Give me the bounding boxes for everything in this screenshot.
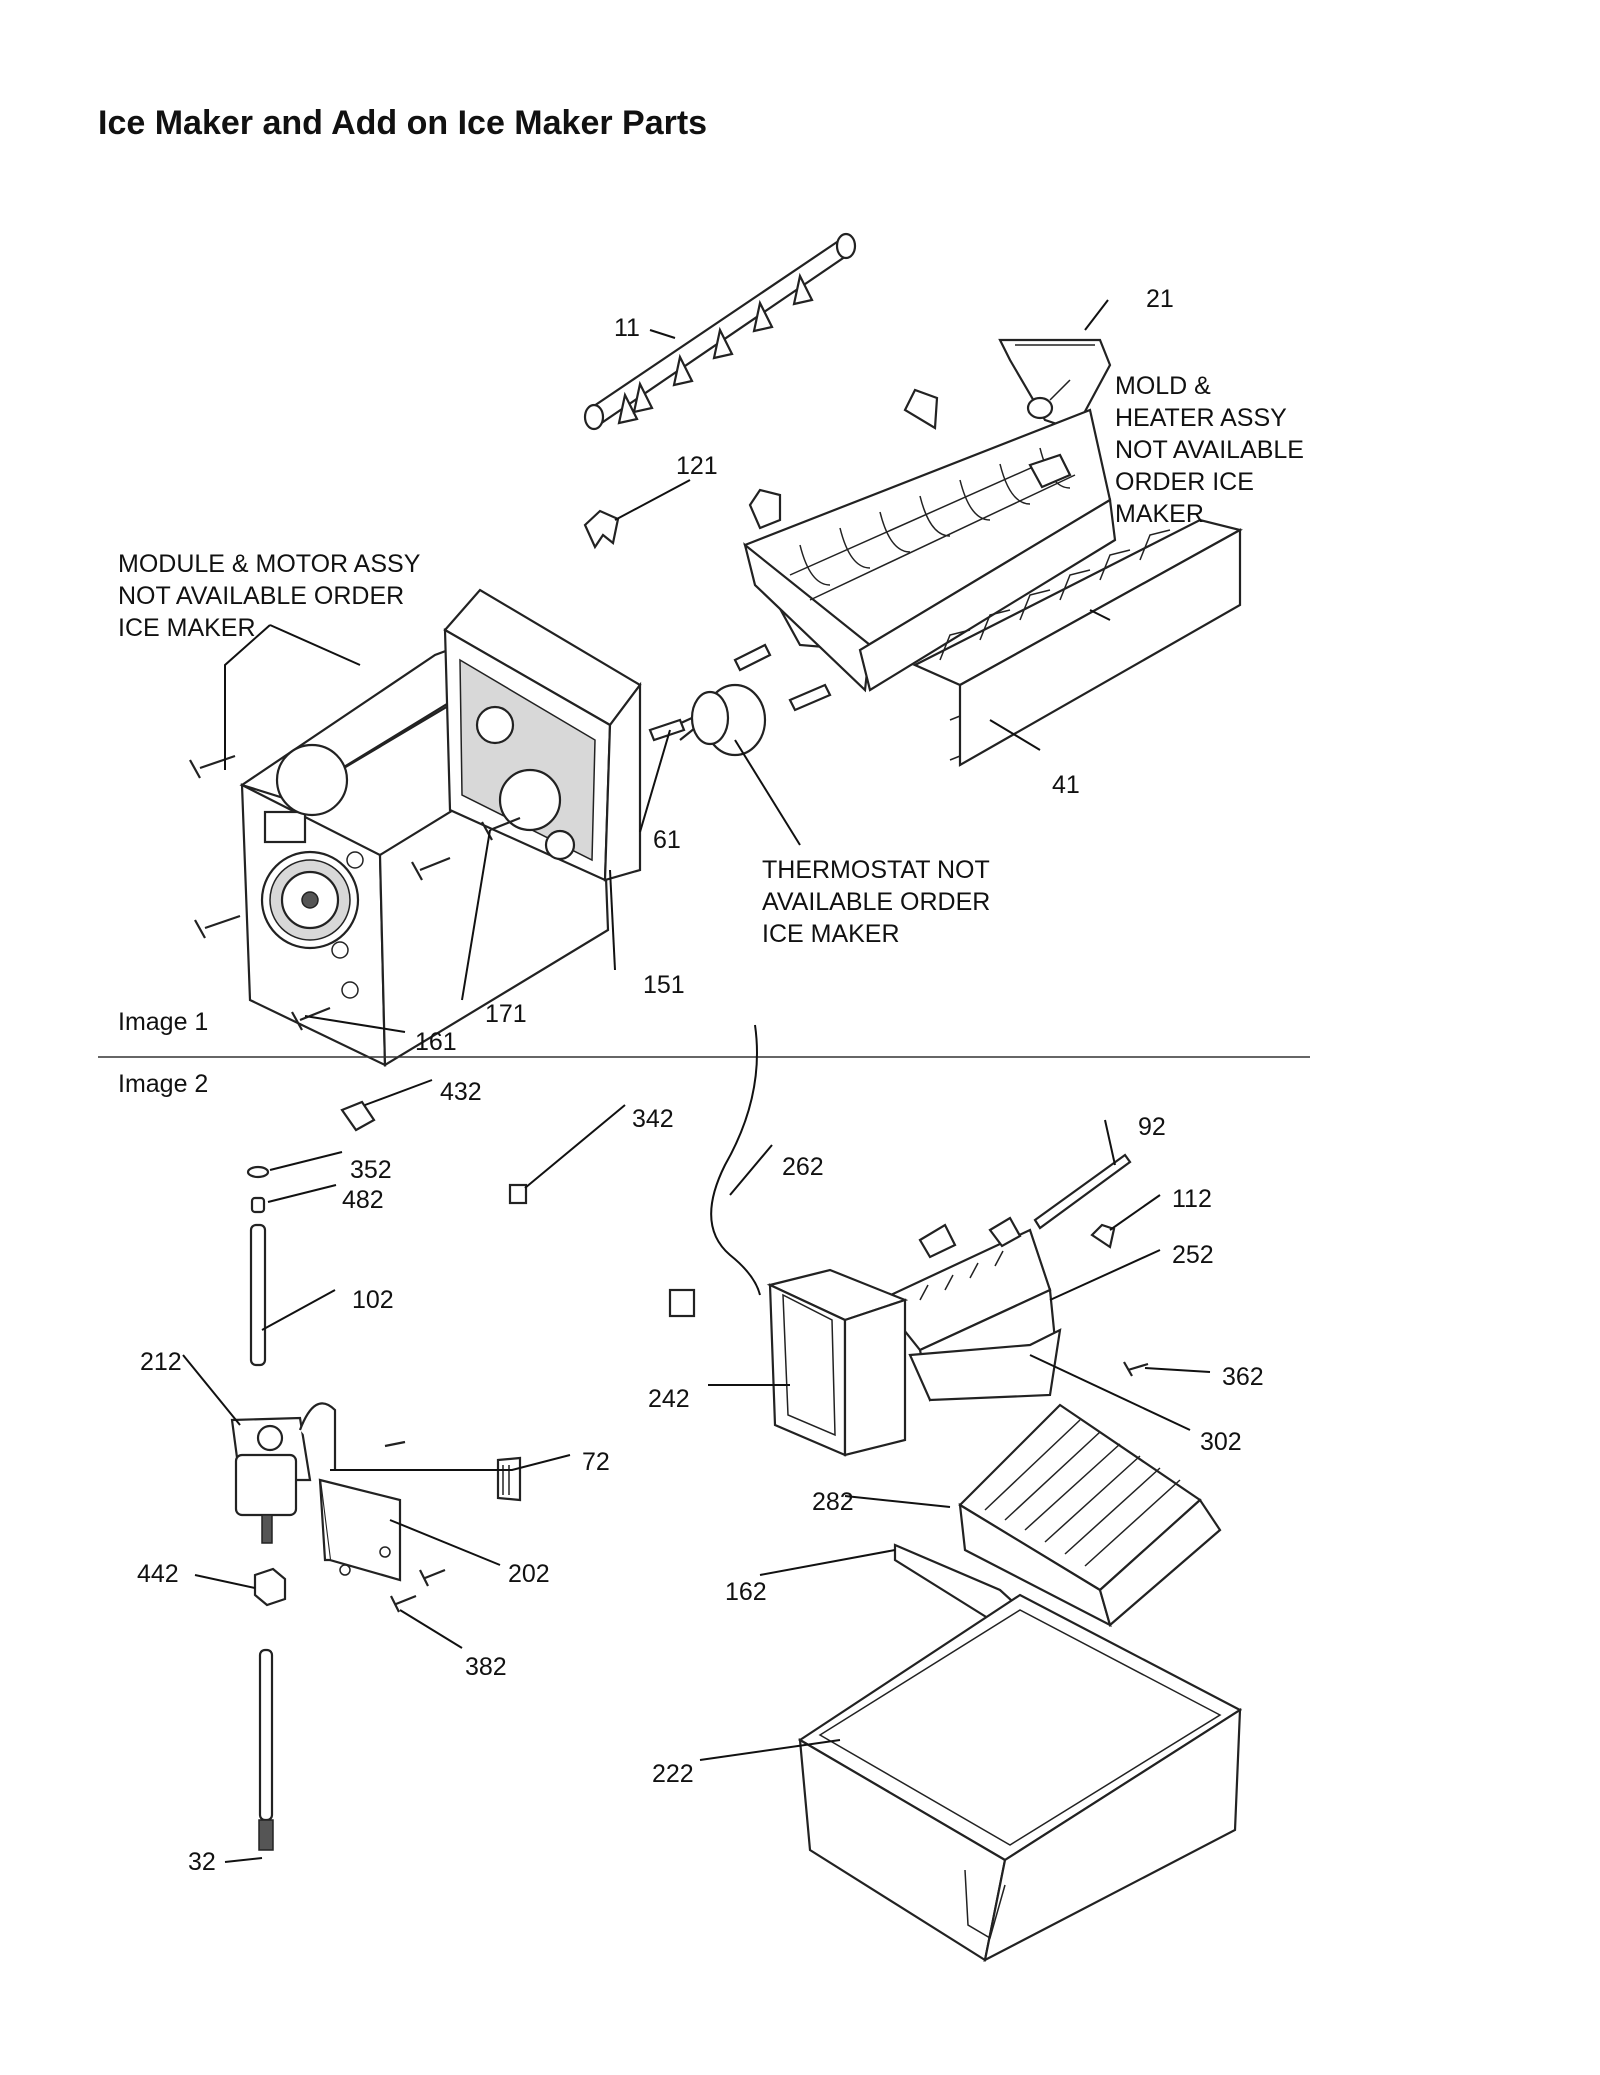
page-title: Ice Maker and Add on Ice Maker Parts [98, 104, 708, 142]
part-11-ejector [583, 232, 857, 431]
callout-171: 171 [485, 1000, 527, 1028]
callout-202: 202 [508, 1560, 550, 1588]
callout-21: 21 [1146, 285, 1174, 313]
part-242-control-box [766, 1268, 909, 1457]
note-module-line-2: NOT AVAILABLE ORDER [118, 582, 404, 610]
callout-41: 41 [1052, 771, 1080, 799]
part-482-insert [250, 1196, 266, 1214]
part-362-screw [1123, 1361, 1149, 1377]
note-mold-line-4: ORDER ICE [1115, 468, 1254, 496]
callout-112: 112 [1172, 1185, 1212, 1213]
callouts-image1: 11 21 121 41 61 151 171 161 [415, 285, 1174, 1056]
section-label-image1: Image 1 [118, 1008, 208, 1036]
note-mold-line-5: MAKER [1115, 500, 1204, 528]
part-212-valve [230, 1402, 337, 1544]
note-module-line-1: MODULE & MOTOR ASSY [118, 550, 421, 578]
mold-heater-assembly [743, 388, 1117, 693]
callout-162: 162 [725, 1578, 767, 1606]
note-thermostat: THERMOSTAT NOT AVAILABLE ORDER ICE MAKER [762, 856, 990, 948]
callout-262: 262 [782, 1153, 824, 1181]
note-mold-line-1: MOLD & [1115, 372, 1211, 400]
leaders-image2 [182, 1079, 1211, 1863]
callout-342: 342 [632, 1105, 674, 1133]
note-mold-line-3: NOT AVAILABLE [1115, 436, 1304, 464]
callout-352: 352 [350, 1156, 392, 1184]
section-labels: Image 1 Image 2 [118, 1008, 208, 1098]
note-thermostat-line-1: THERMOSTAT NOT [762, 856, 990, 884]
note-module-line-3: ICE MAKER [118, 614, 256, 642]
note-thermostat-line-2: AVAILABLE ORDER [762, 888, 990, 916]
note-thermostat-line-3: ICE MAKER [762, 920, 900, 948]
part-282-crusher [958, 1403, 1222, 1628]
part-382-screws [384, 1440, 446, 1613]
part-222-bucket [797, 1593, 1243, 1963]
part-32-tube [258, 1648, 274, 1851]
callouts-image2: 432 342 352 482 102 212 72 202 442 382 3… [137, 1078, 1264, 1876]
callout-222: 222 [652, 1760, 694, 1788]
part-342-clip [508, 1183, 528, 1205]
callout-432: 432 [440, 1078, 482, 1106]
thermostat [669, 683, 767, 757]
part-61-pins [648, 643, 832, 742]
part-72-grommet [496, 1456, 522, 1502]
callout-302: 302 [1200, 1428, 1242, 1456]
callout-442: 442 [137, 1560, 179, 1588]
callout-212: 212 [140, 1348, 182, 1376]
part-442-nut [253, 1567, 287, 1607]
callout-242: 242 [648, 1385, 690, 1413]
part-352-ring [246, 1165, 270, 1179]
part-121-clip [583, 509, 620, 550]
callout-92: 92 [1138, 1113, 1166, 1141]
note-module: MODULE & MOTOR ASSY NOT AVAILABLE ORDER … [118, 550, 421, 642]
callout-282: 282 [812, 1488, 854, 1516]
part-432-cap [340, 1100, 376, 1132]
part-151-plate [443, 588, 642, 882]
part-262-harness [668, 1024, 761, 1318]
part-41-shield [912, 518, 1243, 767]
part-92-arm [1033, 1153, 1132, 1230]
callout-382: 382 [465, 1653, 507, 1681]
note-mold-line-2: HEATER ASSY [1115, 404, 1287, 432]
callout-72: 72 [582, 1448, 610, 1476]
callout-482: 482 [342, 1186, 384, 1214]
callout-252: 252 [1172, 1241, 1214, 1269]
leaders-image1 [224, 299, 1111, 1033]
screws-image1 [189, 754, 521, 1031]
part-252-ice-maker [878, 1216, 1062, 1402]
part-202-bracket [318, 1478, 402, 1582]
callout-362: 362 [1222, 1363, 1264, 1391]
callout-11: 11 [614, 314, 640, 342]
callout-32: 32 [188, 1848, 216, 1876]
callout-61: 61 [653, 826, 681, 854]
callout-121: 121 [676, 452, 718, 480]
note-mold: MOLD & HEATER ASSY NOT AVAILABLE ORDER I… [1115, 372, 1304, 528]
callout-151: 151 [643, 971, 685, 999]
callout-102: 102 [352, 1286, 394, 1314]
part-102-tube [249, 1223, 267, 1367]
part-112-clip [1090, 1223, 1116, 1249]
callout-161: 161 [415, 1028, 457, 1056]
section-label-image2: Image 2 [118, 1070, 208, 1098]
part-21-shield [998, 338, 1112, 432]
